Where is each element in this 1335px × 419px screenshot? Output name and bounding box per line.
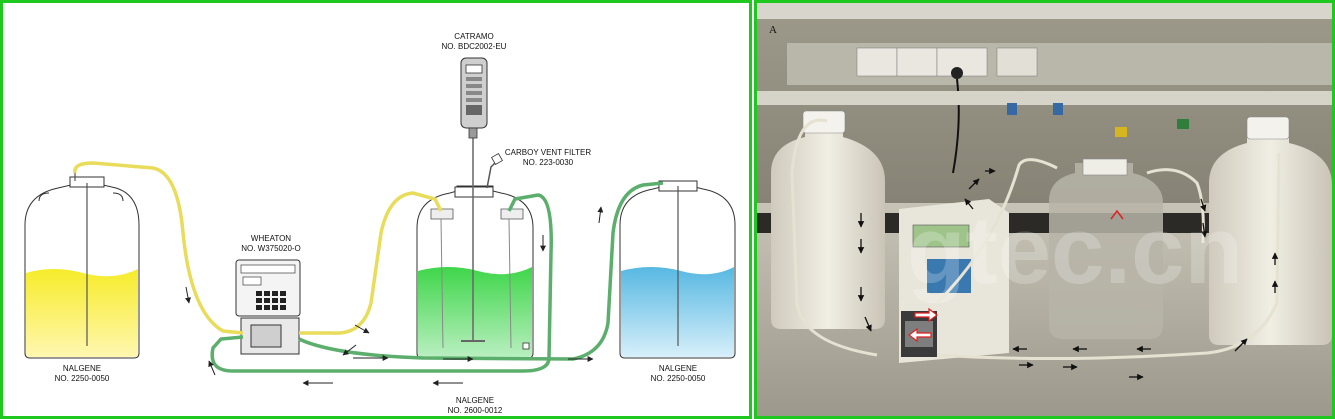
- flow-arrow-icon: [597, 206, 604, 224]
- carboy-right-label-line1: NALGENE: [659, 364, 697, 373]
- flow-arrow-icon: [342, 344, 357, 356]
- photo-tubing: [790, 118, 1281, 361]
- stirrer-label-line1: CATRAMO: [454, 32, 493, 41]
- gas-taps: [1007, 103, 1189, 137]
- schematic-diagram: CATRAMO NO. BDC2002-EU CARBOY VENT FILTE…: [24, 32, 736, 415]
- flow-arrow-icon: [1200, 198, 1207, 212]
- flow-arrow-icon: [864, 316, 872, 332]
- carboy-middle: [416, 133, 534, 359]
- flow-arrow-icon: [1234, 338, 1248, 352]
- flow-arrow-icon: [185, 286, 191, 304]
- vent-filter-label-line2: NO. 223-0030: [523, 158, 574, 167]
- stirrer-label: CATRAMO NO. BDC2002-EU: [442, 32, 507, 51]
- pump-label-line2: NO. W375020-O: [241, 244, 301, 253]
- vent-filter-label: CARBOY VENT FILTER NO. 223-0030: [505, 148, 591, 167]
- carboy-left-label-line2: NO. 2250-0050: [55, 374, 110, 383]
- tube-yellow-inlet: [299, 191, 443, 335]
- tubing-label: NALGENE NO. 2600-0012: [448, 396, 503, 415]
- panel-letter: A: [769, 24, 777, 36]
- stirrer-device-icon: [460, 57, 488, 139]
- flow-arrows: [185, 206, 604, 386]
- vent-filter-icon: [486, 152, 504, 189]
- tubing-label-line1: NALGENE: [456, 396, 494, 405]
- photo-pump: [899, 199, 1009, 363]
- tube-yellow-source: [73, 161, 244, 335]
- carboy-right: [619, 180, 736, 359]
- flow-arrow-icon: [1200, 222, 1208, 238]
- flow-arrow-icon: [354, 324, 370, 334]
- pump-label-line1: WHEATON: [251, 234, 291, 243]
- peristaltic-pump-icon: [235, 259, 301, 355]
- carboy-left-label-line1: NALGENE: [63, 364, 101, 373]
- tubing: [73, 161, 664, 373]
- photo-flow-arrows: [857, 167, 1279, 381]
- lab-photo: gtec.cn A: [757, 3, 1332, 416]
- flow-arrow-icon: [964, 198, 974, 210]
- photo-red-arrows: [908, 209, 1124, 343]
- watermark: gtec.cn: [907, 197, 1243, 304]
- pump-label: WHEATON NO. W375020-O: [241, 234, 301, 253]
- photo-bottle-left: [771, 110, 885, 329]
- carboy-right-label: NALGENE NO. 2250-0050: [651, 364, 706, 383]
- flow-arrow-icon: [208, 360, 216, 376]
- carboy-left-label: NALGENE NO. 2250-0050: [55, 364, 110, 383]
- photo-panel: gtec.cn A: [754, 0, 1335, 419]
- photo-bottle-right: [1209, 116, 1332, 345]
- schematic-panel: CATRAMO NO. BDC2002-EU CARBOY VENT FILTE…: [0, 0, 752, 419]
- tube-green-outlet: [298, 181, 664, 361]
- stirrer-label-line2: NO. BDC2002-EU: [442, 42, 507, 51]
- flow-arrow-icon: [968, 178, 980, 190]
- tubing-label-line2: NO. 2600-0012: [448, 406, 503, 415]
- vent-filter-label-line1: CARBOY VENT FILTER: [505, 148, 591, 157]
- photo-bottle-glass: [1049, 158, 1163, 339]
- carboy-left: [24, 171, 140, 359]
- carboy-right-label-line2: NO. 2250-0050: [651, 374, 706, 383]
